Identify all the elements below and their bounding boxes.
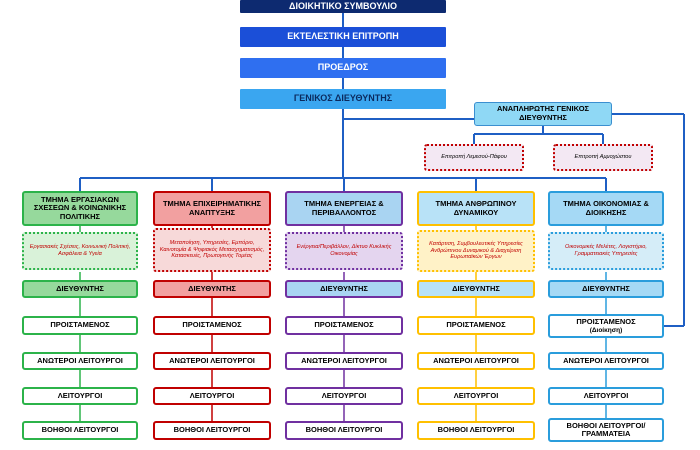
department-description: Οικονομικές Μελέτες, Λογιστήριο, Γραμματ… [548,232,664,270]
executive-committee-box: ΕΚΤΕΛΕΣΤΙΚΗ ΕΠΙΤΡΟΠΗ [240,27,446,47]
department-description: Εργασιακές Σχέσεις, Κοινωνική Πολιτική, … [22,232,138,270]
assistant-officers-box: ΒΟΗΘΟΙ ΛΕΙΤΟΥΡΓΟΙ [22,421,138,440]
senior-officers-box: ΑΝΩΤΕΡΟΙ ΛΕΙΤΟΥΡΓΟΙ [285,352,403,370]
senior-officers-box: ΑΝΩΤΕΡΟΙ ΛΕΙΤΟΥΡΓΟΙ [548,352,664,370]
department-header: ΤΜΗΜΑ ΑΝΘΡΩΠΙΝΟΥ ΔΥΝΑΜΙΚΟΥ [417,191,535,226]
director-box: ΔΙΕΥΘΥΝΤΗΣ [153,280,271,298]
director-box: ΔΙΕΥΘΥΝΤΗΣ [22,280,138,298]
head-box: ΠΡΟΙΣΤΑΜΕΝΟΣ [417,316,535,335]
president-box: ΠΡΟΕΔΡΟΣ [240,58,446,78]
department-header: ΤΜΗΜΑ ΕΡΓΑΣΙΑΚΩΝ ΣΧΕΣΕΩΝ & ΚΟΙΝΩΝΙΚΗΣ ΠΟ… [22,191,138,226]
department-description: Μεταποίηση, Υπηρεσίες, Εμπόριο, Καινοτομ… [153,228,271,272]
head-box: ΠΡΟΙΣΤΑΜΕΝΟΣ [153,316,271,335]
department-header: ΤΜΗΜΑ ΕΝΕΡΓΕΙΑΣ & ΠΕΡΙΒΑΛΛΟΝΤΟΣ [285,191,403,226]
officers-box: ΛΕΙΤΟΥΡΓΟΙ [285,387,403,405]
director-box: ΔΙΕΥΘΥΝΤΗΣ [548,280,664,298]
senior-officers-box: ΑΝΩΤΕΡΟΙ ΛΕΙΤΟΥΡΓΟΙ [417,352,535,370]
assistant-officers-box: ΒΟΗΘΟΙ ΛΕΙΤΟΥΡΓΟΙ [417,421,535,440]
director-box: ΔΙΕΥΘΥΝΤΗΣ [285,280,403,298]
officers-box: ΛΕΙΤΟΥΡΓΟΙ [22,387,138,405]
department-description: Ενέργεια/Περιβάλλον, Δίκτυο Κυκλικής Οικ… [285,232,403,270]
officers-box: ΛΕΙΤΟΥΡΓΟΙ [548,387,664,405]
committee-famagusta: Επιτροπή Αμμοχώστου [553,144,653,171]
officers-box: ΛΕΙΤΟΥΡΓΟΙ [417,387,535,405]
board-box: ΔΙΟΙΚΗΤΙΚΟ ΣΥΜΒΟΥΛΙΟ [240,0,446,13]
department-description: Κατάρτιση, Συμβουλευτικές Υπηρεσίες Ανθρ… [417,230,535,272]
assistant-officers-box: ΒΟΗΘΟΙ ΛΕΙΤΟΥΡΓΟΙ/ ΓΡΑΜΜΑΤΕΙΑ [548,418,664,442]
committee-limassol-paphos: Επιτροπή Λεμεσού-Πάφου [424,144,524,171]
senior-officers-box: ΑΝΩΤΕΡΟΙ ΛΕΙΤΟΥΡΓΟΙ [153,352,271,370]
senior-officers-box: ΑΝΩΤΕΡΟΙ ΛΕΙΤΟΥΡΓΟΙ [22,352,138,370]
general-manager-box: ΓΕΝΙΚΟΣ ΔΙΕΥΘΥΝΤΗΣ [240,89,446,109]
department-header: ΤΜΗΜΑ ΟΙΚΟΝΟΜΙΑΣ & ΔΙΟΙΚΗΣΗΣ [548,191,664,226]
deputy-general-manager-box: ΑΝΑΠΛΗΡΩΤΗΣ ΓΕΝΙΚΟΣ ΔΙΕΥΘΥΝΤΗΣ [474,102,612,126]
assistant-officers-box: ΒΟΗΘΟΙ ΛΕΙΤΟΥΡΓΟΙ [153,421,271,440]
head-box: ΠΡΟΙΣΤΑΜΕΝΟΣ (Διοίκηση) [548,314,664,338]
head-label: ΠΡΟΙΣΤΑΜΕΝΟΣ [576,317,636,327]
head-box: ΠΡΟΙΣΤΑΜΕΝΟΣ [285,316,403,335]
head-box: ΠΡΟΙΣΤΑΜΕΝΟΣ [22,316,138,335]
department-header: ΤΜΗΜΑ ΕΠΙΧΕΙΡΗΜΑΤΙΚΗΣ ΑΝΑΠΤΥΞΗΣ [153,191,271,226]
head-sublabel: (Διοίκηση) [589,326,623,334]
director-box: ΔΙΕΥΘΥΝΤΗΣ [417,280,535,298]
officers-box: ΛΕΙΤΟΥΡΓΟΙ [153,387,271,405]
assistant-officers-box: ΒΟΗΘΟΙ ΛΕΙΤΟΥΡΓΟΙ [285,421,403,440]
